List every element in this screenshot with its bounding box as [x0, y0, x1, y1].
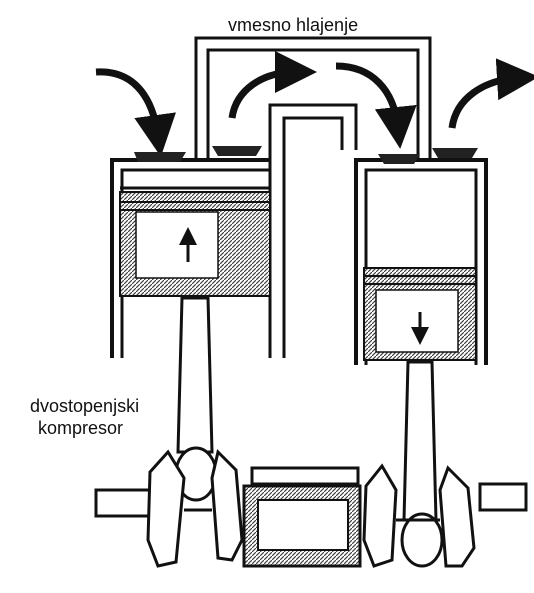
flow-arrows: [95, 51, 534, 157]
crankshaft: [94, 449, 528, 568]
valve-left-outlet: [212, 146, 262, 156]
intake-arrow-right: [335, 62, 417, 149]
intercooler-pipe: [194, 36, 432, 158]
intercooling-label: vmesno hlajenje: [228, 15, 359, 35]
high-pressure-piston: [363, 267, 477, 361]
valve-right-inlet: [378, 154, 420, 164]
intake-arrow-left: [95, 68, 176, 157]
outlet-arrow-left: [228, 51, 317, 119]
outlet-arrow-right: [448, 58, 534, 129]
compressor-label: dvostopenjski kompresor: [30, 395, 139, 439]
valve-right-outlet: [432, 148, 478, 158]
compressor-label-line1: dvostopenjski: [30, 396, 140, 416]
center-block: [268, 103, 358, 358]
valve-left-inlet: [134, 152, 186, 162]
connecting-rods: [174, 296, 444, 568]
low-pressure-piston: [119, 191, 271, 297]
compressor-label-line2: kompresor: [38, 418, 124, 438]
